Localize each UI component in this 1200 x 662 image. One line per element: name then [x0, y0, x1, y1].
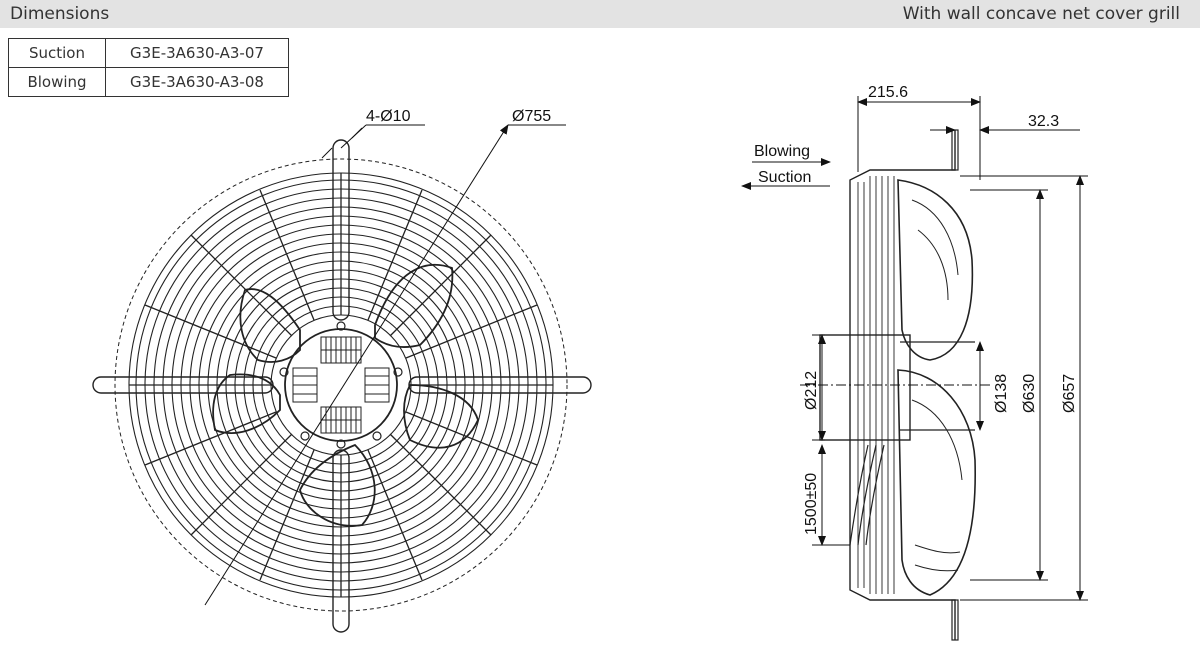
side-dimensions — [741, 96, 1088, 601]
upper-blade — [897, 179, 974, 361]
outer-diameter-label: Ø755 — [512, 108, 551, 125]
suction-label: Suction — [758, 169, 811, 186]
table-row: Suction G3E-3A630-A3-07 — [8, 38, 289, 68]
cable-length-label: 1500±50 — [803, 473, 820, 535]
direction-cell: Suction — [8, 38, 106, 68]
outer-envelope-circle — [114, 158, 568, 612]
fan-blades — [212, 263, 479, 527]
guard-spokes — [129, 173, 553, 597]
lower-blade — [897, 369, 977, 596]
section-subtitle: With wall concave net cover grill — [902, 4, 1180, 24]
guard-diameter-label: Ø657 — [1061, 374, 1078, 413]
model-table: Suction G3E-3A630-A3-07 Blowing G3E-3A63… — [8, 38, 289, 97]
hub-bolts — [279, 321, 403, 449]
hub-diameter-label: Ø212 — [803, 371, 820, 410]
blowing-label: Blowing — [754, 143, 810, 160]
cable — [849, 444, 869, 546]
front-view — [92, 124, 592, 633]
shaft-diameter-label: Ø138 — [993, 374, 1010, 413]
mounting-brackets — [92, 139, 592, 633]
hub-vents — [292, 336, 390, 434]
table-row: Blowing G3E-3A630-A3-08 — [8, 67, 289, 97]
blade-diameter-label: Ø630 — [1021, 374, 1038, 413]
mounting-holes-label: 4-Ø10 — [366, 108, 411, 125]
motor-body — [819, 334, 911, 441]
model-cell: G3E-3A630-A3-08 — [105, 67, 289, 97]
depth-dimension: 215.6 — [868, 84, 908, 101]
diameter-leader — [204, 124, 509, 606]
direction-cell: Blowing — [8, 67, 106, 97]
header-bar: Dimensions With wall concave net cover g… — [0, 0, 1200, 28]
offset-dimension: 32.3 — [1028, 113, 1059, 130]
section-title: Dimensions — [10, 4, 110, 24]
model-cell: G3E-3A630-A3-07 — [105, 38, 289, 68]
motor-hub — [284, 328, 398, 442]
